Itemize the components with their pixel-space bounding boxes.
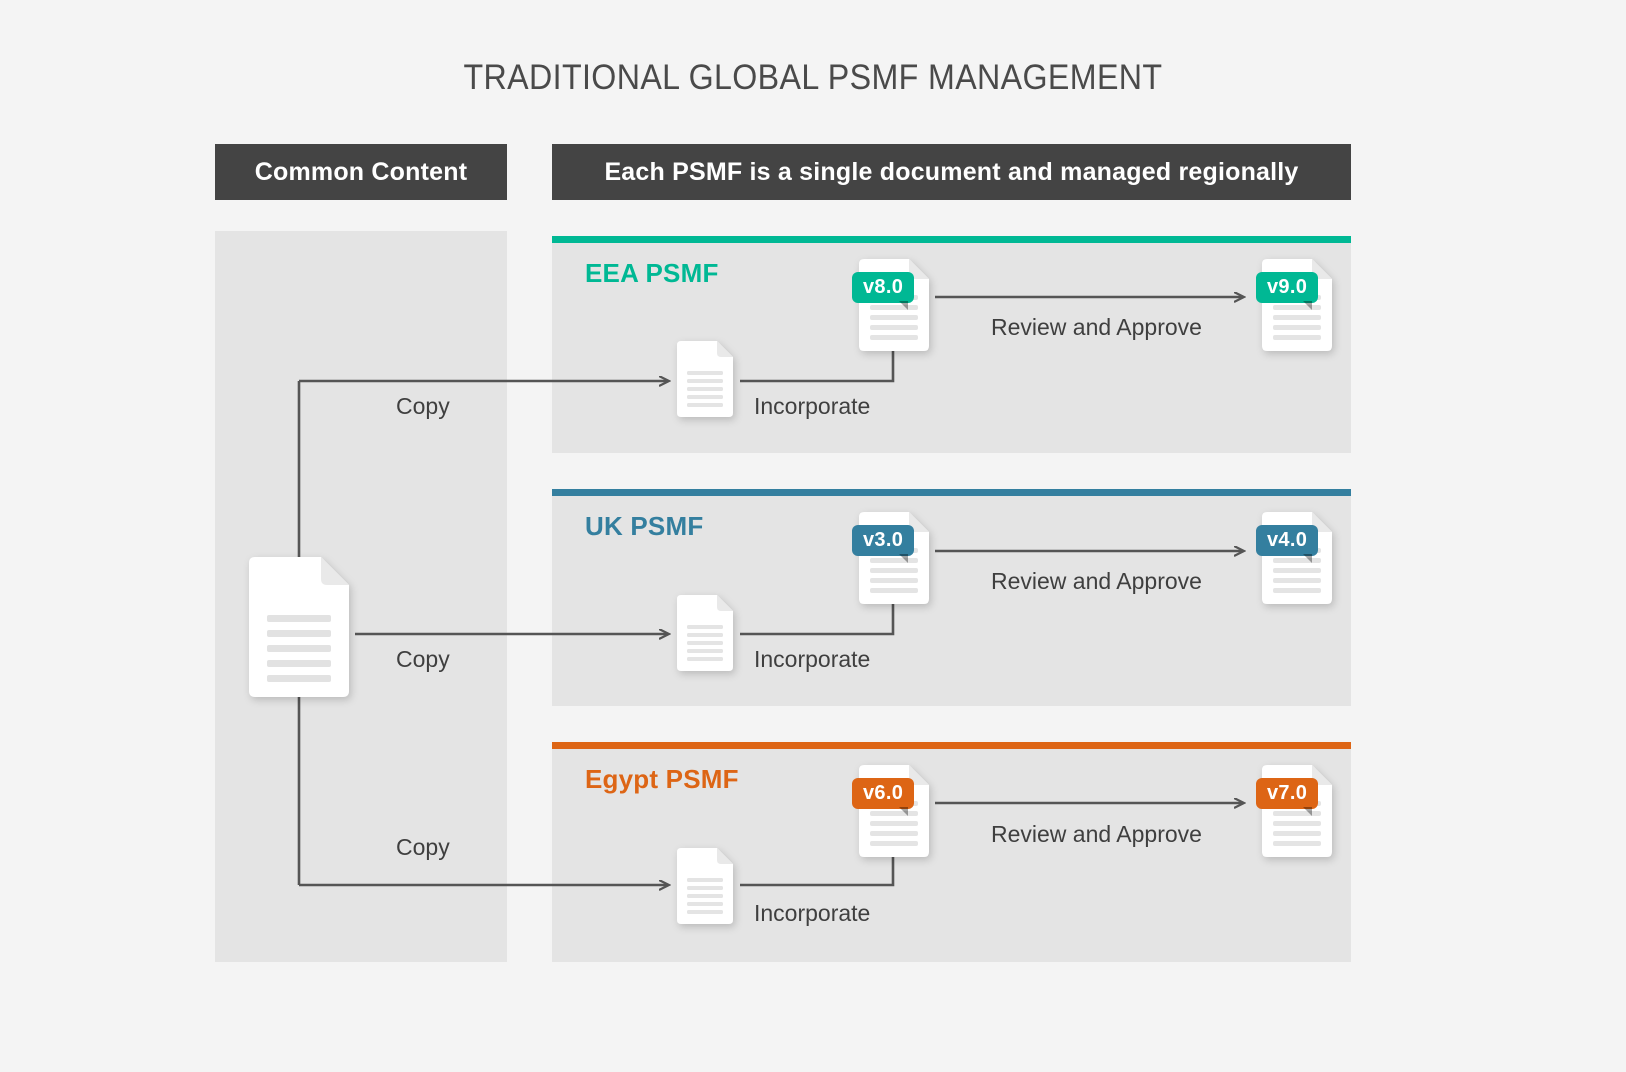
egypt-copied-document	[677, 848, 733, 924]
eea-copied-document	[677, 341, 733, 417]
uk-approved-version-badge: v4.0	[1256, 525, 1319, 563]
egypt-incorporate-label: Incorporate	[754, 900, 871, 926]
eea-incorporate-label: Incorporate	[754, 393, 871, 419]
header-regional-psmf: Each PSMF is a single document and manag…	[552, 144, 1351, 200]
uk-source-version-label: v3.0	[863, 529, 904, 551]
uk-copied-document	[677, 595, 733, 671]
eea-copy-label: Copy	[396, 393, 450, 419]
eea-source-version-badge: v8.0	[852, 272, 915, 310]
region-accent-bar-eea	[552, 236, 1351, 243]
header-common-content-label: Common Content	[254, 157, 468, 186]
egypt-source-version-label: v6.0	[863, 782, 904, 804]
egypt-copy-label: Copy	[396, 834, 450, 860]
header-common-content: Common Content	[215, 144, 507, 200]
eea-approved-version-badge: v9.0	[1256, 272, 1319, 310]
uk-approved-version-label: v4.0	[1267, 529, 1308, 551]
uk-source-version-badge: v3.0	[852, 525, 915, 563]
eea-review-label: Review and Approve	[991, 314, 1202, 340]
region-accent-bar-uk	[552, 489, 1351, 496]
egypt-source-version-badge: v6.0	[852, 778, 915, 816]
egypt-approved-version-label: v7.0	[1267, 782, 1308, 804]
region-panel-uk: UK PSMF	[552, 489, 1351, 706]
region-accent-bar-egypt	[552, 742, 1351, 749]
region-panel-eea: EEA PSMF	[552, 236, 1351, 453]
region-title-eea: EEA PSMF	[585, 258, 719, 288]
common-content-document	[249, 557, 349, 697]
page-title: TRADITIONAL GLOBAL PSMF MANAGEMENT	[463, 58, 1163, 97]
uk-review-label: Review and Approve	[991, 568, 1202, 594]
uk-incorporate-label: Incorporate	[754, 646, 871, 672]
region-title-uk: UK PSMF	[585, 511, 704, 541]
eea-approved-version-label: v9.0	[1267, 276, 1308, 298]
egypt-approved-version-badge: v7.0	[1256, 778, 1319, 816]
uk-copy-label: Copy	[396, 646, 450, 672]
header-regional-psmf-label: Each PSMF is a single document and manag…	[604, 157, 1299, 186]
region-panel-egypt: Egypt PSMF	[552, 742, 1351, 962]
region-title-egypt: Egypt PSMF	[585, 764, 739, 794]
eea-source-version-label: v8.0	[863, 276, 904, 298]
egypt-review-label: Review and Approve	[991, 821, 1202, 847]
